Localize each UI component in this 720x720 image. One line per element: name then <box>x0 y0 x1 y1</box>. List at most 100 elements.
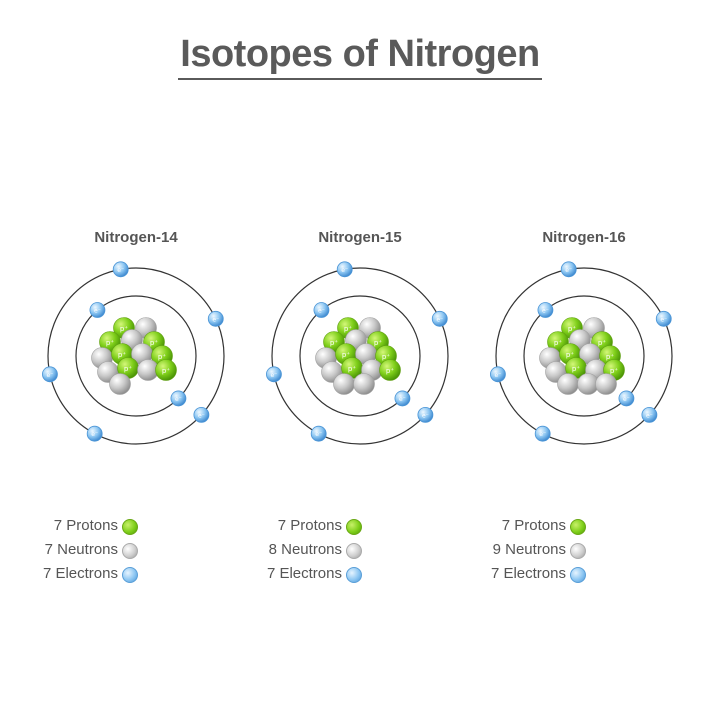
electron-symbol: e⁻ <box>270 372 277 379</box>
legend-protons: 7 Protons <box>36 514 236 538</box>
atom-diagram-nitrogen-15: p⁺p⁺p⁺p⁺p⁺p⁺p⁺e⁻e⁻e⁻e⁻e⁻e⁻e⁻ <box>266 261 449 445</box>
electron: e⁻ <box>42 366 58 383</box>
neutron <box>333 373 355 395</box>
electron-symbol: e⁻ <box>660 316 667 323</box>
proton-symbol: p⁺ <box>348 365 356 373</box>
electron-symbol: e⁻ <box>318 308 325 315</box>
proton-symbol: p⁺ <box>342 351 350 359</box>
electron-symbol: e⁻ <box>422 412 429 419</box>
electron-symbol: e⁻ <box>46 372 53 379</box>
particle-legend: 7 Protons 7 Neutrons 7 Electrons <box>36 514 236 586</box>
electron: e⁻ <box>170 390 187 407</box>
proton-symbol: p⁺ <box>150 339 158 347</box>
electron: e⁻ <box>431 310 448 327</box>
legend-protons-label: 7 Protons <box>501 517 566 534</box>
electron: e⁻ <box>112 261 129 278</box>
electron: e⁻ <box>537 302 554 318</box>
electron-icon <box>570 567 586 583</box>
electron-symbol: e⁻ <box>91 431 98 438</box>
electron-symbol: e⁻ <box>341 267 348 274</box>
electron: e⁻ <box>490 366 506 383</box>
isotope-nitrogen-16: Nitrogen-16 p⁺p⁺p⁺p⁺p⁺p⁺p⁺e⁻e⁻e⁻e⁻e⁻e⁻e⁻… <box>484 226 684 586</box>
legend-protons-label: 7 Protons <box>277 517 342 534</box>
proton-symbol: p⁺ <box>374 339 382 347</box>
proton-symbol: p⁺ <box>572 365 580 373</box>
neutron <box>595 373 617 395</box>
electron: e⁻ <box>207 310 224 327</box>
neutron <box>109 373 131 395</box>
outer-electron-shell <box>271 267 449 445</box>
proton-symbol: p⁺ <box>106 339 114 347</box>
electron: e⁻ <box>618 390 635 407</box>
electron-symbol: e⁻ <box>175 396 182 403</box>
proton-symbol: p⁺ <box>330 339 338 347</box>
proton-symbol: p⁺ <box>566 351 574 359</box>
electron: e⁻ <box>417 406 434 423</box>
legend-electrons-label: 7 Electrons <box>42 565 118 582</box>
neutron <box>353 373 375 395</box>
proton-icon <box>122 519 138 535</box>
proton: p⁺ <box>379 359 401 381</box>
isotope-nitrogen-14: Nitrogen-14 p⁺p⁺p⁺p⁺p⁺p⁺p⁺e⁻e⁻e⁻e⁻e⁻e⁻e⁻… <box>36 226 236 586</box>
proton-symbol: p⁺ <box>158 353 166 361</box>
atom-diagram-nitrogen-14: p⁺p⁺p⁺p⁺p⁺p⁺p⁺e⁻e⁻e⁻e⁻e⁻e⁻e⁻ <box>42 261 225 445</box>
electron-symbol: e⁻ <box>198 412 205 419</box>
isotope-name: Nitrogen-15 <box>318 229 402 246</box>
legend-protons-label: 7 Protons <box>53 517 118 534</box>
proton-symbol: p⁺ <box>118 351 126 359</box>
electron-symbol: e⁻ <box>646 412 653 419</box>
electron: e⁻ <box>86 425 103 442</box>
inner-electron-shell <box>75 295 197 417</box>
legend-electrons: 7 Electrons <box>260 562 460 586</box>
neutron-icon <box>122 543 138 559</box>
outer-electron-shell <box>495 267 673 445</box>
proton-symbol: p⁺ <box>598 339 606 347</box>
proton: p⁺ <box>155 359 177 381</box>
legend-electrons: 7 Electrons <box>484 562 684 586</box>
electron: e⁻ <box>534 425 551 442</box>
electron-symbol: e⁻ <box>315 431 322 438</box>
electron: e⁻ <box>641 406 658 423</box>
electron-symbol: e⁻ <box>436 316 443 323</box>
legend-neutrons: 8 Neutrons <box>260 538 460 562</box>
electron-symbol: e⁻ <box>94 308 101 315</box>
legend-neutrons-label: 9 Neutrons <box>492 541 566 558</box>
legend-neutrons: 9 Neutrons <box>484 538 684 562</box>
legend-electrons-label: 7 Electrons <box>490 565 566 582</box>
proton-symbol: p⁺ <box>554 339 562 347</box>
proton-symbol: p⁺ <box>120 325 128 333</box>
particle-legend: 7 Protons 8 Neutrons 7 Electrons <box>260 514 460 586</box>
electron-icon <box>346 567 362 583</box>
page-title-text: Isotopes of Nitrogen <box>178 32 542 80</box>
legend-protons: 7 Protons <box>484 514 684 538</box>
electron-symbol: e⁻ <box>542 308 549 315</box>
proton-icon <box>346 519 362 535</box>
electron: e⁻ <box>266 366 282 383</box>
neutron <box>557 373 579 395</box>
proton-symbol: p⁺ <box>124 365 132 373</box>
neutron-icon <box>346 543 362 559</box>
legend-electrons: 7 Electrons <box>36 562 236 586</box>
electron-symbol: e⁻ <box>494 372 501 379</box>
electron-icon <box>122 567 138 583</box>
electron-symbol: e⁻ <box>539 431 546 438</box>
legend-neutrons-label: 8 Neutrons <box>268 541 342 558</box>
electron: e⁻ <box>313 302 330 318</box>
isotope-nitrogen-15: Nitrogen-15 p⁺p⁺p⁺p⁺p⁺p⁺p⁺e⁻e⁻e⁻e⁻e⁻e⁻e⁻… <box>260 226 460 586</box>
proton-symbol: p⁺ <box>162 367 170 375</box>
electron: e⁻ <box>394 390 411 407</box>
electron: e⁻ <box>560 261 577 278</box>
neutron-icon <box>570 543 586 559</box>
legend-neutrons-label: 7 Neutrons <box>44 541 118 558</box>
proton-symbol: p⁺ <box>568 325 576 333</box>
electron-symbol: e⁻ <box>117 267 124 274</box>
isotope-name: Nitrogen-14 <box>94 229 178 246</box>
outer-electron-shell <box>47 267 225 445</box>
proton-symbol: p⁺ <box>606 353 614 361</box>
proton-symbol: p⁺ <box>386 367 394 375</box>
proton-icon <box>570 519 586 535</box>
electron: e⁻ <box>336 261 353 278</box>
isotope-name: Nitrogen-16 <box>542 229 626 246</box>
electron-symbol: e⁻ <box>623 396 630 403</box>
atom-diagram-nitrogen-16: p⁺p⁺p⁺p⁺p⁺p⁺p⁺e⁻e⁻e⁻e⁻e⁻e⁻e⁻ <box>490 261 673 445</box>
